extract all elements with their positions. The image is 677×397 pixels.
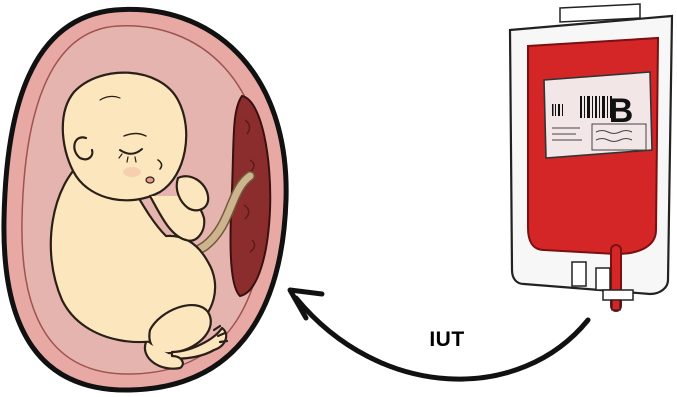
bag-label	[544, 72, 652, 158]
fetus-cheek	[123, 167, 141, 177]
arrow-head	[290, 290, 322, 318]
barcode-icon	[580, 96, 612, 118]
blood-bag: B	[510, 4, 672, 310]
blood-type-label: B	[609, 92, 634, 130]
iut-label: IUT	[412, 328, 482, 352]
fetus-mouth	[146, 177, 154, 183]
